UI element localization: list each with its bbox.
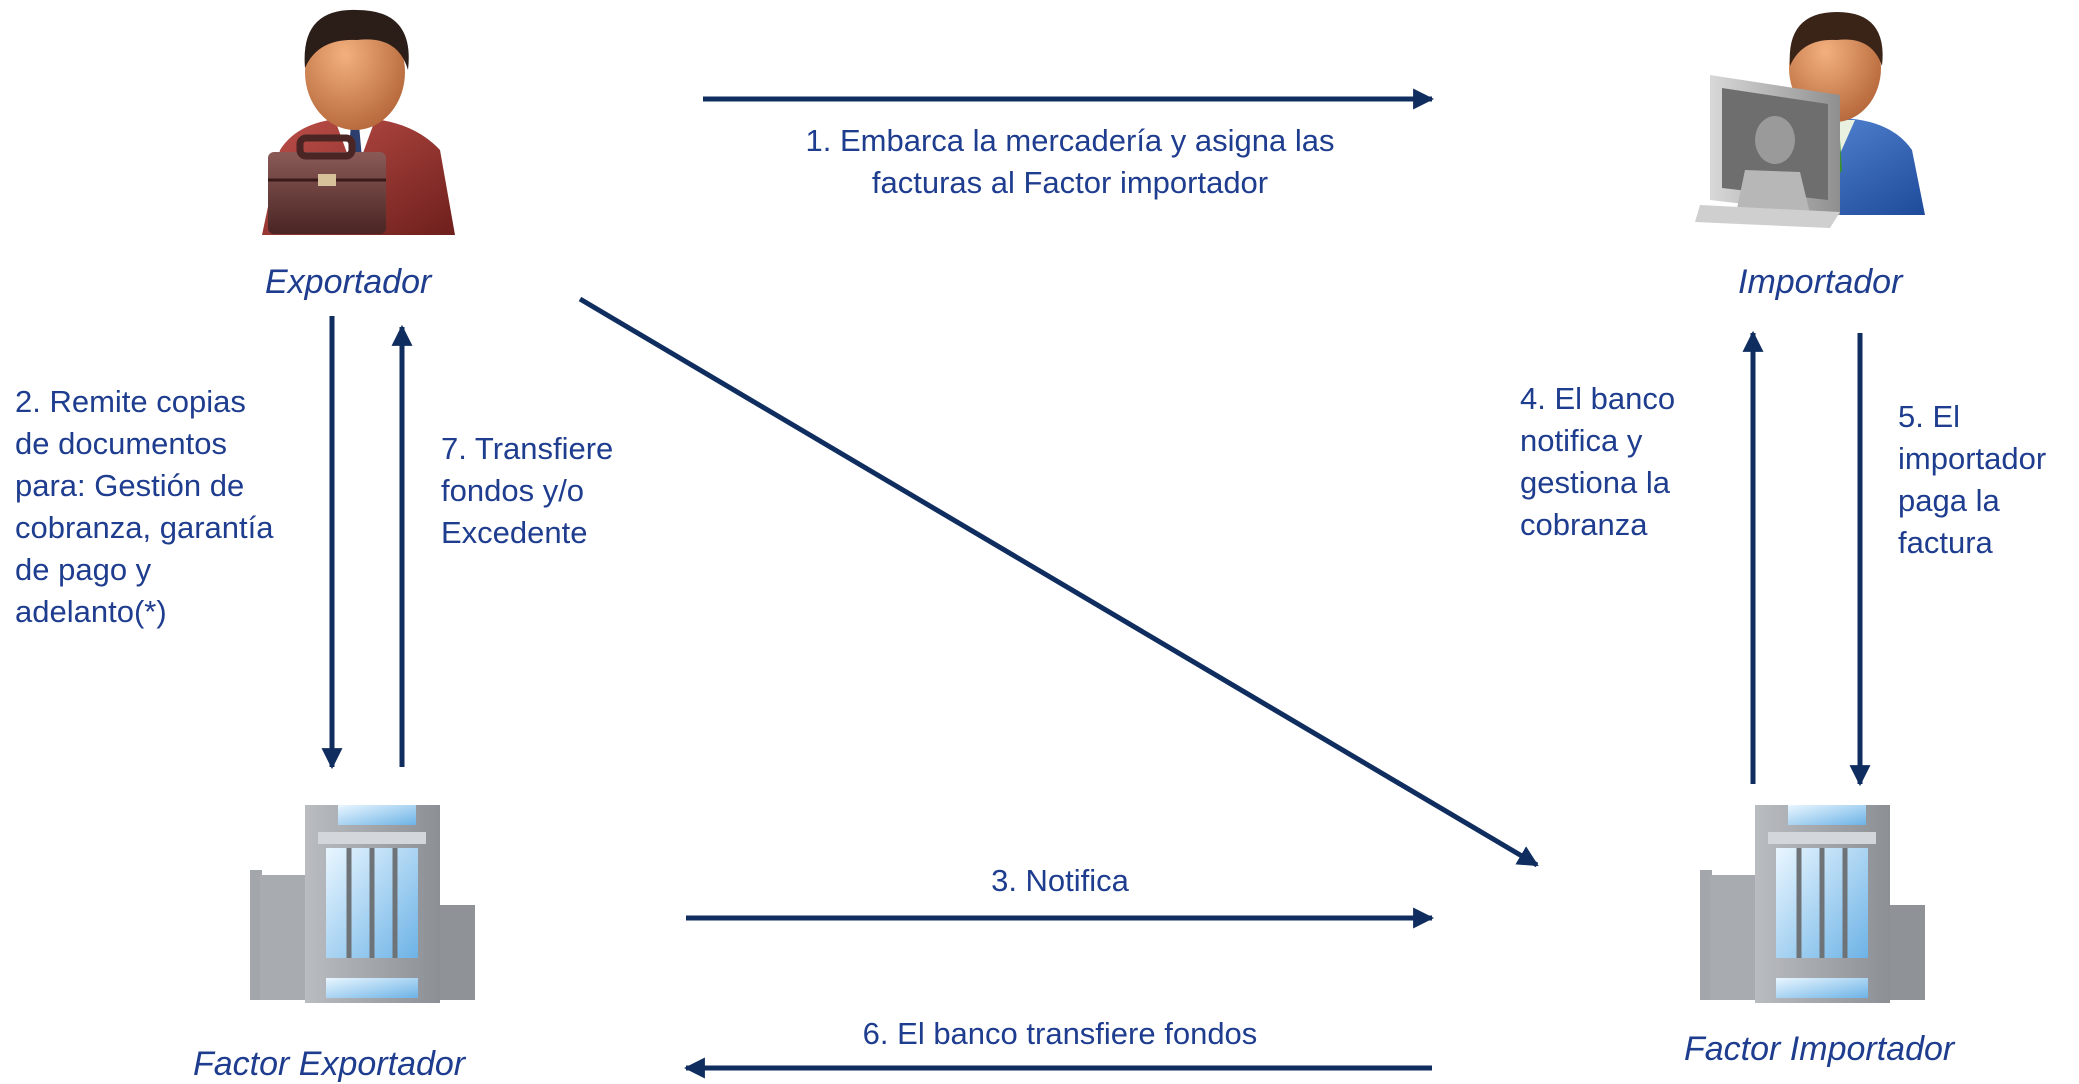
step7-line3: Excedente — [441, 515, 588, 550]
actor-label-importer: Importador — [1738, 263, 1903, 301]
step7-label: 7. Transfiere fondos y/o Excedente — [441, 428, 613, 554]
step4-label: 4. El banco notifica y gestiona la cobra… — [1520, 378, 1675, 546]
step2-line3: para: Gestión de — [15, 468, 245, 503]
step5-line4: factura — [1898, 525, 1993, 560]
step5-line1: 5. El — [1898, 399, 1961, 434]
step1-line2: facturas al Factor importador — [871, 165, 1269, 200]
step2-line5: de pago y — [15, 552, 152, 587]
step1-line1: 1. Embarca la mercadería y asigna las — [805, 123, 1335, 158]
step7-line2: fondos y/o — [441, 473, 585, 508]
office-building-icon — [1700, 805, 1925, 1003]
step5-line3: paga la — [1898, 483, 2000, 518]
step4-line4: cobranza — [1520, 507, 1648, 542]
step5-label: 5. El importador paga la factura — [1898, 396, 2046, 564]
step1-label: 1. Embarca la mercadería y asigna las fa… — [700, 120, 1440, 204]
step2-line1: 2. Remite copias — [15, 384, 246, 419]
actor-label-factor-importer: Factor Importador — [1684, 1030, 1955, 1068]
step4-line2: notifica y — [1520, 423, 1643, 458]
actor-label-factor-exporter: Factor Exportador — [193, 1045, 466, 1083]
step2-label: 2. Remite copias de documentos para: Ges… — [15, 381, 274, 633]
arrow-diagonal-notify — [578, 296, 1539, 868]
step2-line4: cobranza, garantía — [15, 510, 274, 545]
person-at-computer-icon — [1695, 12, 1925, 228]
step2-line6: adelanto(*) — [15, 594, 167, 629]
actor-label-exporter: Exportador — [265, 263, 432, 301]
step5-line2: importador — [1898, 441, 2047, 476]
businessman-with-briefcase-icon — [262, 9, 455, 235]
step7-line1: 7. Transfiere — [441, 431, 614, 466]
step4-line3: gestiona la — [1520, 465, 1670, 500]
step3-label: 3. Notifica — [991, 863, 1129, 898]
step6-label: 6. El banco transfiere fondos — [862, 1016, 1258, 1051]
step2-line2: de documentos — [15, 426, 227, 461]
step4-line1: 4. El banco — [1520, 381, 1676, 416]
office-building-icon — [250, 805, 475, 1003]
